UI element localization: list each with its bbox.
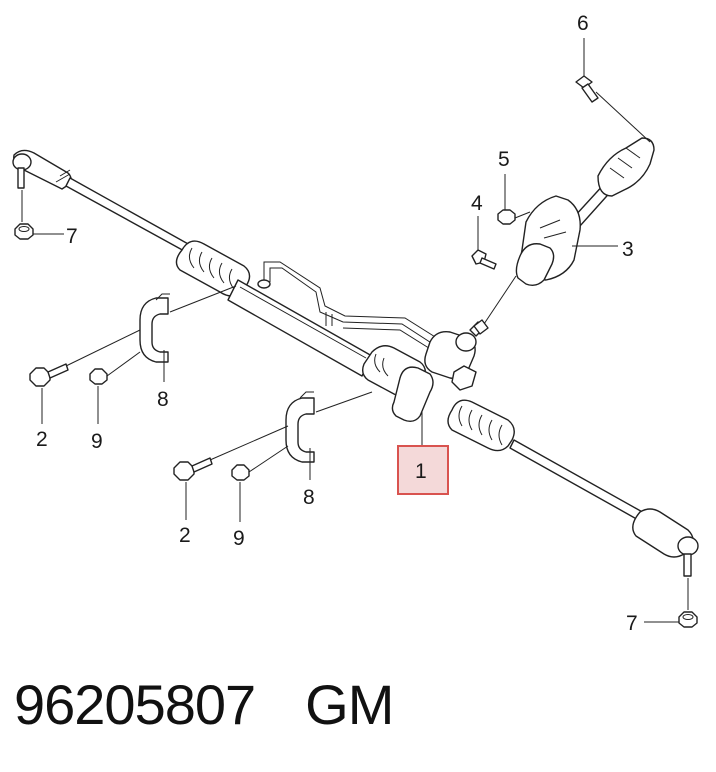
callout-8-lower[interactable]: 8 [303, 486, 315, 509]
bolt-6 [575, 75, 599, 103]
left-tie-rod [65, 177, 191, 253]
right-nut [678, 611, 698, 628]
nut-9-upper [89, 368, 108, 385]
callout-4[interactable]: 4 [471, 192, 483, 215]
valve-body [361, 321, 485, 423]
footer: 96205807 GM [14, 672, 394, 737]
rack-housing [227, 279, 373, 377]
clamp-upper [139, 293, 170, 363]
part-number: 96205807 [14, 673, 256, 736]
callout-6[interactable]: 6 [577, 12, 589, 35]
callout-7-left[interactable]: 7 [66, 225, 78, 248]
clamp-lower [285, 391, 315, 463]
bolt-4 [471, 249, 497, 270]
callout-8-upper[interactable]: 8 [157, 388, 169, 411]
bolt-2-lower [173, 457, 213, 481]
callout-2-lower[interactable]: 2 [179, 524, 191, 547]
left-nut [14, 223, 34, 240]
callout-3[interactable]: 3 [622, 238, 634, 261]
hydraulic-lines [263, 261, 441, 351]
bolt-2-upper [29, 363, 69, 387]
flange-bracket [473, 195, 581, 335]
callout-9-upper[interactable]: 9 [91, 430, 103, 453]
right-tie-rod [509, 439, 647, 523]
left-tie-rod-end [12, 149, 72, 190]
right-tie-rod-end [632, 508, 699, 577]
nut-9-lower [231, 464, 250, 481]
callout-5[interactable]: 5 [498, 148, 510, 171]
brand-name: GM [305, 673, 394, 736]
nut-5 [497, 209, 516, 225]
highlight-box-part-1[interactable] [397, 445, 449, 495]
right-boot [447, 399, 515, 452]
callout-1[interactable]: 1 [415, 460, 427, 483]
callout-9-lower[interactable]: 9 [233, 527, 245, 550]
callout-7-right[interactable]: 7 [626, 612, 638, 635]
callout-2-upper[interactable]: 2 [36, 428, 48, 451]
